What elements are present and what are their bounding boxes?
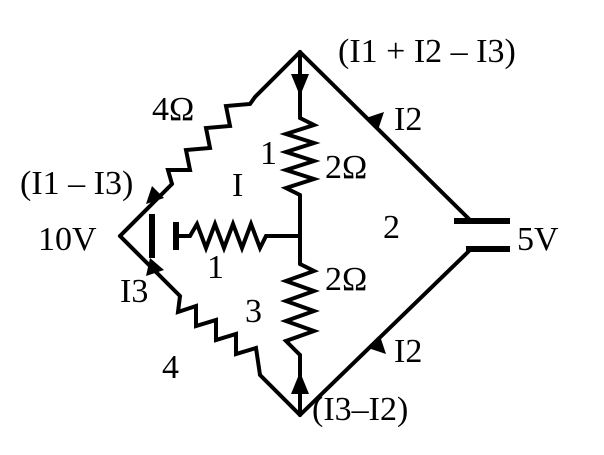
lower-right-current-label: I2 [394,333,422,370]
arrow-down-top-icon [291,74,309,96]
battery-left-label: 10V [38,221,97,258]
wire-left-upper [118,182,174,238]
resistor-upper-left-label: 4Ω [152,91,194,128]
arrow-upper-right-icon [366,112,384,130]
upper-right-current-label: I2 [394,101,422,138]
loop-2-label: 2 [383,209,400,246]
resistor-upper-left [165,95,257,185]
loop-3-label: 3 [245,293,262,330]
arrow-up-bottom-icon [291,372,309,394]
bottom-node-current-label: (I3–I2) [312,391,408,428]
resistor-middle-branch [178,218,270,254]
arrow-lower-right-icon [368,336,386,354]
resistor-lower-mid [280,262,320,357]
arrow-left-upper-icon [146,186,164,204]
loop-i-label: I [232,167,243,204]
resistor-lower-left [175,295,262,376]
loop-4-label: 4 [162,349,179,386]
wire-bottom-left [258,373,302,417]
left-lower-current-label: I3 [120,273,148,310]
resistor-upper-mid [279,116,321,197]
left-upper-current-label: (I1 – I3) [20,165,133,202]
resistor-lower-mid-label: 2Ω [325,261,367,298]
top-node-current-label: (I1 + I2 – I3) [338,33,516,70]
wire-bottom-right [298,248,472,417]
wire-top-right [298,50,472,222]
wire-top-left [253,50,302,99]
loop-1-lower-label: 1 [207,249,224,286]
arrow-left-lower-icon [146,258,164,276]
resistor-upper-mid-label: 2Ω [325,149,367,186]
loop-1-upper-label: 1 [260,135,277,172]
battery-right-label: 5V [517,221,559,258]
